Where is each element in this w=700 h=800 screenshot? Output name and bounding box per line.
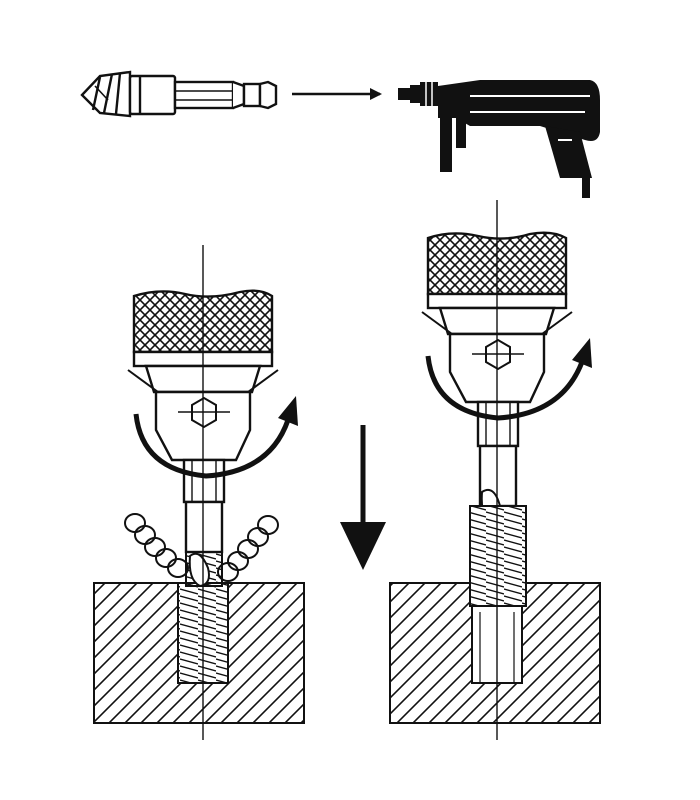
chuck-tap-up-icon bbox=[389, 200, 601, 740]
chuck-tap-down-icon bbox=[93, 245, 305, 740]
down-arrow-icon bbox=[340, 425, 386, 570]
drill-bit-tap-icon bbox=[80, 70, 278, 118]
drill-icon bbox=[398, 80, 600, 198]
